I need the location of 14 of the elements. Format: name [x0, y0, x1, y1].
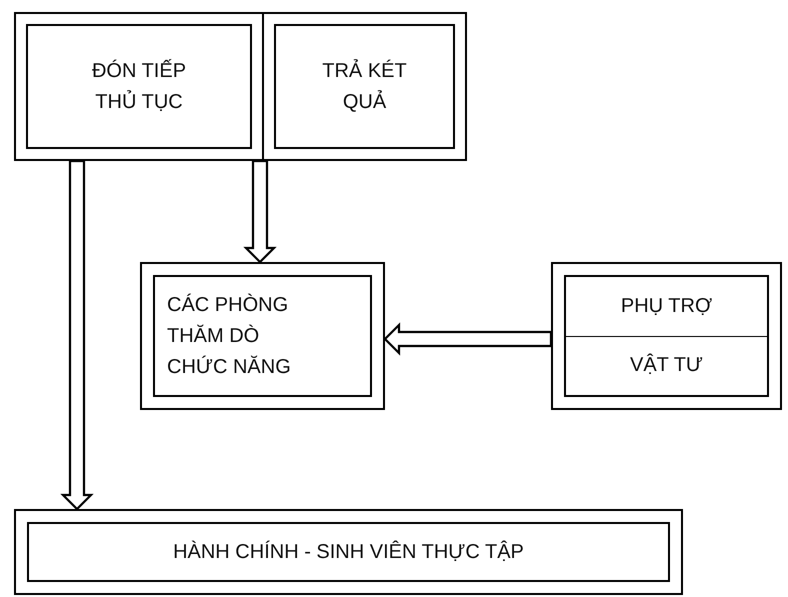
box-label: TRẢ KÉT QUẢ [321, 58, 408, 114]
double-border-box [262, 12, 467, 161]
box-label: VẬT TƯ [630, 352, 704, 378]
box-label: HÀNH CHÍNH - SINH VIÊN THỰC TẬP [173, 540, 524, 564]
double-border-box [14, 509, 683, 595]
box-label: PHỤ TRỢ [620, 294, 712, 319]
double-border-box [140, 262, 385, 410]
double-border-box [14, 12, 264, 161]
hollow-arrow [383, 322, 552, 356]
hollow-arrow [60, 160, 94, 511]
hollow-arrow [243, 160, 277, 264]
box-label: ĐÓN TIẾP THỦ TỤC [90, 58, 188, 114]
box-label: CÁC PHÒNG THĂM DÒ CHỨC NĂNG [167, 292, 292, 380]
double-border-box [551, 262, 782, 410]
